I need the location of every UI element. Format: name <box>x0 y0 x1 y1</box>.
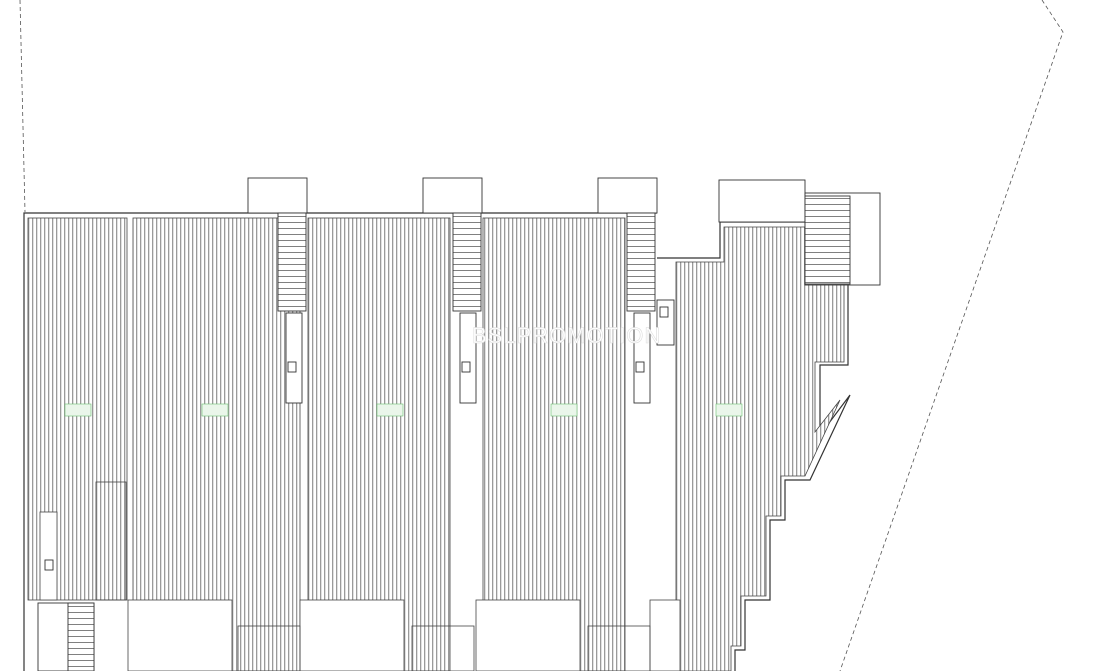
roof-panel-4 <box>482 217 626 671</box>
stair-towers <box>37 177 881 671</box>
room-labels <box>64 403 743 417</box>
roof-panel-5 <box>675 226 845 671</box>
roof-panel-2 <box>132 217 301 671</box>
stair-tower-1 <box>247 177 308 404</box>
roof-panels <box>27 217 845 671</box>
plot-boundary <box>19 0 1064 671</box>
stair-tower-3 <box>597 177 658 404</box>
stair-tower-4 <box>656 179 881 346</box>
stair-bottom-left <box>37 559 95 671</box>
stair-tower-2 <box>422 177 483 404</box>
roof-panel-3 <box>307 217 451 671</box>
watermark: BSLPROMOTION <box>472 323 661 348</box>
